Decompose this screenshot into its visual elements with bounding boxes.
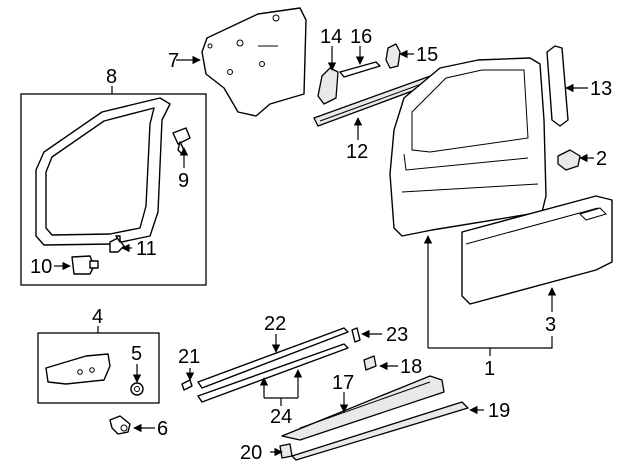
belt-molding-part-16[interactable] (339, 61, 381, 78)
clip-part-11[interactable] (109, 235, 125, 253)
rocker-molding-part-17[interactable] (281, 375, 445, 441)
callout-22: 22 (264, 313, 286, 335)
door-hinge-part[interactable] (45, 353, 111, 385)
callout-11: 11 (136, 238, 157, 260)
callout-7: 7 (168, 50, 179, 72)
callout-6: 6 (157, 418, 168, 440)
clip-part-10[interactable] (71, 255, 99, 275)
callout-5: 5 (131, 343, 142, 365)
callout-3: 3 (545, 314, 556, 336)
callout-17: 17 (332, 372, 354, 394)
door-weatherstrip-part[interactable] (35, 97, 171, 246)
door-stop-part-2[interactable] (557, 149, 581, 171)
hinge-bolt-part-6[interactable] (109, 415, 131, 435)
callout-20: 20 (240, 442, 262, 464)
clip-part-9[interactable] (172, 127, 191, 155)
callout-9: 9 (178, 170, 189, 192)
rocker-molding-part-19[interactable] (291, 401, 469, 461)
callout-8: 8 (106, 66, 117, 88)
callout-14: 14 (320, 26, 342, 48)
callout-15: 15 (416, 44, 438, 66)
door-outer-panel-part[interactable] (461, 195, 613, 305)
weatherstrip-frame (20, 93, 207, 286)
callout-1: 1 (484, 358, 495, 380)
hinge-nut-part-5[interactable] (130, 382, 144, 396)
callout-19: 19 (488, 400, 510, 422)
clip-part-18[interactable] (363, 355, 377, 371)
belt-molding-part-15[interactable] (385, 43, 401, 69)
leader-lines (54, 46, 594, 457)
callout-4: 4 (92, 306, 103, 328)
service-hole-cover-part[interactable] (201, 7, 307, 117)
callout-21: 21 (178, 346, 200, 368)
belt-molding-part-14[interactable] (317, 67, 339, 105)
callout-12: 12 (346, 141, 368, 163)
pillar-garnish-part[interactable] (546, 45, 569, 127)
callout-18: 18 (400, 356, 422, 378)
molding-part-24[interactable] (197, 343, 349, 403)
clip-part-20[interactable] (279, 443, 293, 459)
callout-23: 23 (386, 324, 408, 346)
callout-labels: 1 2 3 4 5 6 7 8 9 10 11 12 13 14 15 16 1… (30, 26, 612, 464)
door-shell-part[interactable] (389, 57, 547, 237)
clip-part-21[interactable] (181, 379, 193, 391)
callout-2: 2 (596, 148, 607, 170)
callout-24: 24 (270, 406, 292, 428)
molding-part-22[interactable] (197, 327, 349, 389)
callout-16: 16 (350, 26, 372, 48)
callout-13: 13 (590, 78, 612, 100)
clip-part-23[interactable] (351, 327, 361, 343)
callout-10: 10 (30, 256, 52, 278)
